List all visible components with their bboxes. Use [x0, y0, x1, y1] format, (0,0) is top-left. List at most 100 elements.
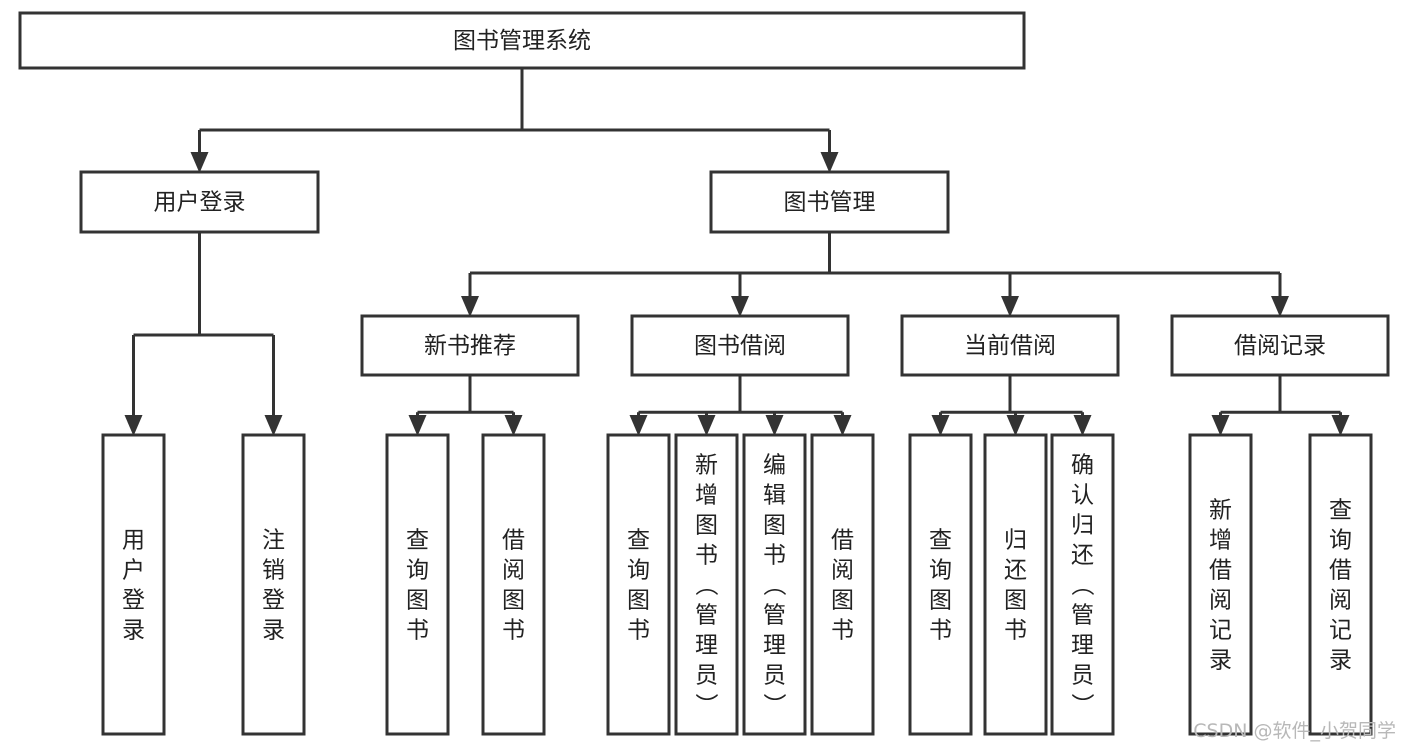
- node-label-char: 图: [929, 588, 952, 614]
- arrow-head-icon: [820, 152, 839, 173]
- node-box: [1308, 433, 1373, 736]
- node-label-char: 书: [1004, 618, 1027, 644]
- node-label-char: 登: [122, 588, 145, 614]
- node-label-char: 查: [406, 528, 429, 554]
- node-label-char: 图: [627, 588, 650, 614]
- arrow-head-icon: [1211, 415, 1230, 436]
- node-label-char: （: [693, 573, 719, 596]
- arrow-head-icon: [629, 415, 648, 436]
- node-label-char: 记: [1209, 618, 1232, 644]
- node-label-char: 理: [695, 633, 718, 659]
- arrow-head-icon: [1271, 296, 1289, 317]
- node-label-char: 询: [1329, 528, 1352, 554]
- arrow-head-icon: [765, 415, 784, 436]
- node-label-char: ）: [693, 693, 719, 716]
- arrow-head-icon: [408, 415, 427, 436]
- node-box: [79, 170, 320, 234]
- node-label-char: （: [761, 573, 787, 596]
- node-label-char: 书: [763, 543, 786, 569]
- node-label: 图书管理: [784, 190, 876, 216]
- node-box: [908, 433, 973, 736]
- connector-group-root: [190, 68, 839, 173]
- node-n-record[interactable]: 借阅记录: [1170, 314, 1390, 377]
- arrow-head-icon: [697, 415, 716, 436]
- node-label-char: 销: [262, 558, 285, 584]
- node-label-char: 录: [262, 618, 285, 644]
- node-label-char: 书: [406, 618, 429, 644]
- node-label-char: （: [1069, 573, 1095, 596]
- arrow-head-icon: [504, 415, 523, 436]
- node-label-char: 员: [1071, 663, 1094, 689]
- arrow-head-icon: [1006, 415, 1025, 436]
- node-box: [385, 433, 450, 736]
- node-label-char: 理: [763, 633, 786, 659]
- node-label-char: 借: [502, 528, 525, 554]
- connector-group-n_current: [931, 375, 1092, 436]
- node-label: 用户登录: [122, 528, 145, 644]
- node-label: 新书推荐: [424, 333, 516, 359]
- node-label-char: 借: [1209, 558, 1232, 584]
- arrow-head-icon: [1073, 415, 1092, 436]
- node-n-borrow[interactable]: 图书借阅: [630, 314, 850, 377]
- connectors-layer: [124, 68, 1350, 436]
- node-label-char: 员: [763, 663, 786, 689]
- node-label: 当前借阅: [964, 333, 1056, 359]
- node-label-char: 查: [627, 528, 650, 554]
- node-label-char: 查: [929, 528, 952, 554]
- node-label-char: 阅: [502, 558, 525, 584]
- node-box: [18, 11, 1026, 70]
- node-label-char: 借: [1329, 558, 1352, 584]
- connector-group-n_new_book: [408, 375, 523, 436]
- node-label-char: 编: [763, 453, 786, 479]
- connector-group-n_book_mgmt: [461, 232, 1289, 317]
- node-box: [101, 433, 166, 736]
- node-n-current[interactable]: 当前借阅: [900, 314, 1120, 377]
- node-label: 图书借阅: [694, 333, 786, 359]
- node-label-char: 认: [1071, 483, 1094, 509]
- node-box: [742, 433, 807, 736]
- node-label-char: 图: [502, 588, 525, 614]
- node-n-new-book[interactable]: 新书推荐: [360, 314, 580, 377]
- node-box: [360, 314, 580, 377]
- node-label-char: 询: [627, 558, 650, 584]
- node-label-char: 还: [1071, 543, 1094, 569]
- node-label-char: 阅: [1209, 588, 1232, 614]
- node-n-book-mgmt[interactable]: 图书管理: [709, 170, 950, 234]
- node-label-char: 书: [831, 618, 854, 644]
- node-label-char: 员: [695, 663, 718, 689]
- node-box: [241, 433, 306, 736]
- arrow-head-icon: [1001, 296, 1019, 317]
- node-label-char: 录: [1209, 648, 1232, 674]
- node-l-user-login[interactable]: 用户登录: [101, 433, 166, 736]
- node-root[interactable]: 图书管理系统: [18, 11, 1026, 70]
- node-label-char: 阅: [1329, 588, 1352, 614]
- arrow-head-icon: [931, 415, 950, 436]
- node-n-user-login[interactable]: 用户登录: [79, 170, 320, 234]
- node-label-char: 录: [122, 618, 145, 644]
- node-box: [481, 433, 546, 736]
- node-label-char: 图: [831, 588, 854, 614]
- node-label-char: 图: [1004, 588, 1027, 614]
- node-label-char: 确: [1071, 453, 1094, 479]
- node-label-char: 理: [1071, 633, 1094, 659]
- arrow-head-icon: [731, 296, 749, 317]
- node-label-char: 书: [627, 618, 650, 644]
